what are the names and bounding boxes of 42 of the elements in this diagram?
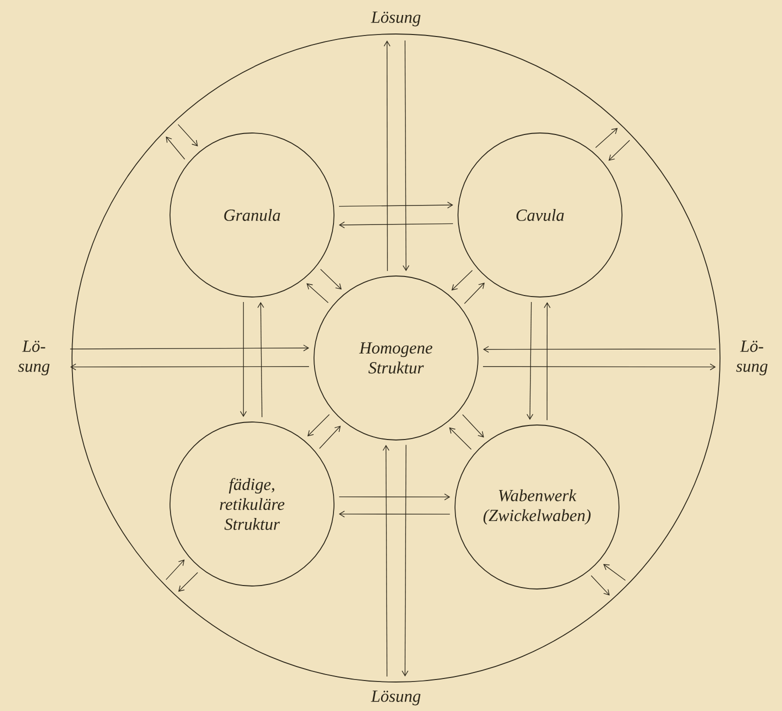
solution-label: Lö- sung (18, 340, 50, 376)
solution-label: Lösung (370, 690, 420, 706)
circle-node: Wabenwerk (Zwickelwaben) (454, 424, 620, 590)
arrow (603, 564, 626, 581)
arrow (178, 124, 198, 146)
arrow (319, 426, 341, 449)
circle-node: Cavula (458, 132, 622, 298)
arrow (482, 364, 716, 370)
arrow (338, 494, 450, 500)
arrow (402, 40, 410, 272)
circle-node: Homogene Struktur (314, 276, 478, 440)
arrow (178, 572, 198, 592)
arrow (544, 302, 551, 420)
arrow (307, 414, 330, 436)
arrow (483, 346, 716, 353)
solution-label: Lösung (370, 12, 420, 26)
arrow (257, 302, 264, 418)
arrow (526, 302, 534, 420)
arrow (166, 136, 186, 160)
circle-node: Granula (170, 132, 334, 298)
arrow (306, 283, 329, 304)
arrow (462, 414, 484, 438)
solution-label: Lö- sung (736, 340, 768, 376)
arrow (320, 268, 342, 290)
arrow (590, 575, 610, 596)
arrow (338, 202, 454, 208)
arrow (595, 128, 618, 148)
arrow (449, 427, 472, 450)
arrow (464, 282, 485, 304)
arrow (338, 510, 450, 518)
arrow (240, 302, 247, 417)
arrow (166, 560, 185, 580)
arrow (608, 140, 630, 161)
arrow (70, 364, 310, 370)
arrow (451, 270, 473, 290)
circle-node: fädige, retikuläre Struktur (170, 422, 334, 586)
arrow (384, 40, 390, 272)
outer-circle (72, 34, 720, 682)
arrow (70, 344, 310, 352)
arrow (338, 222, 454, 228)
arrow (402, 444, 408, 676)
arrow (382, 444, 390, 677)
